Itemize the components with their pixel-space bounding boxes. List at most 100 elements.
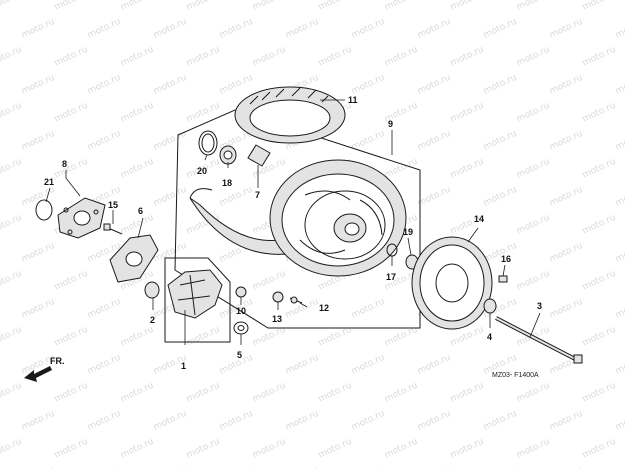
watermark-text: moto.ru	[581, 381, 617, 405]
o-ring-21[interactable]	[35, 199, 53, 221]
watermark-text: moto.ru	[185, 0, 221, 13]
watermark-text: moto.ru	[317, 0, 353, 13]
watermark-text: moto.ru	[119, 437, 155, 461]
front-label: FR.	[50, 356, 65, 366]
watermark-text: moto.ru	[152, 73, 188, 97]
watermark-text: moto.ru	[53, 437, 89, 461]
watermark-text: moto.ru	[53, 45, 89, 69]
watermark-text: moto.ru	[515, 45, 551, 69]
callout-18: 18	[222, 178, 232, 188]
watermark-text: moto.ru	[482, 17, 518, 41]
watermark-text: moto.ru	[284, 17, 320, 41]
watermark-text: moto.ru	[416, 17, 452, 41]
collar-4[interactable]	[483, 298, 497, 314]
watermark-text: moto.ru	[317, 381, 353, 405]
watermark-text: moto.ru	[86, 129, 122, 153]
watermark-text: moto.ru	[119, 325, 155, 349]
watermark-text: moto.ru	[350, 409, 386, 433]
watermark-text: moto.ru	[152, 241, 188, 265]
watermark-text: moto.ru	[20, 73, 56, 97]
watermark-text: moto.ru	[416, 185, 452, 209]
brake-disc[interactable]	[411, 236, 493, 330]
callout-12: 12	[319, 303, 329, 313]
watermark-text: moto.ru	[152, 185, 188, 209]
valve-12[interactable]	[289, 296, 303, 304]
damper-holder-plate[interactable]	[109, 234, 159, 283]
watermark-text: moto.ru	[0, 0, 23, 13]
watermark-text: moto.ru	[86, 297, 122, 321]
watermark-text: moto.ru	[548, 185, 584, 209]
watermark-text: moto.ru	[581, 437, 617, 461]
watermark-text: moto.ru	[548, 409, 584, 433]
watermark-text: moto.ru	[218, 73, 254, 97]
callout-11: 11	[348, 95, 358, 105]
watermark-text: moto.ru	[0, 325, 23, 349]
watermark-text: moto.ru	[185, 381, 221, 405]
bolt-16[interactable]	[498, 275, 508, 283]
watermark-text: moto.ru	[251, 0, 287, 13]
watermark-text: moto.ru	[449, 437, 485, 461]
leader-lines	[45, 99, 541, 345]
valve-nut-13[interactable]	[272, 291, 284, 303]
watermark-text: moto.ru	[53, 101, 89, 125]
watermark-text: moto.ru	[581, 269, 617, 293]
watermark-text: moto.ru	[383, 0, 419, 13]
watermark-text: moto.ru	[20, 17, 56, 41]
watermark-text: moto.ru	[548, 297, 584, 321]
driven-flange[interactable]	[57, 197, 106, 239]
watermark-text: moto.ru	[515, 381, 551, 405]
callout-10: 10	[236, 306, 246, 316]
axle-collar[interactable]	[247, 144, 271, 167]
damper-rubber-set[interactable]	[167, 269, 223, 319]
watermark-text: moto.ru	[614, 17, 625, 41]
watermark-text: moto.ru	[251, 437, 287, 461]
watermark-text: moto.ru	[449, 0, 485, 13]
watermark-text: moto.ru	[218, 409, 254, 433]
washer-5[interactable]	[233, 321, 249, 335]
watermark-text: moto.ru	[152, 409, 188, 433]
watermark-text: moto.ru	[416, 409, 452, 433]
callout-19: 19	[403, 227, 413, 237]
watermark-text: moto.ru	[185, 101, 221, 125]
watermark-text: moto.ru	[416, 73, 452, 97]
watermark-text: moto.ru	[449, 381, 485, 405]
watermark-text: moto.ru	[515, 101, 551, 125]
nut-10[interactable]	[235, 286, 247, 298]
watermark-text: moto.ru	[614, 73, 625, 97]
bolt-15[interactable]	[103, 223, 123, 235]
watermark-text: moto.ru	[449, 157, 485, 181]
callout-17: 17	[386, 272, 396, 282]
callout-20: 20	[197, 166, 207, 176]
watermark-text: moto.ru	[0, 213, 23, 237]
watermark-text: moto.ru	[0, 101, 23, 125]
collar-2[interactable]	[144, 281, 160, 299]
watermark-text: moto.ru	[581, 157, 617, 181]
watermark-text: moto.ru	[284, 409, 320, 433]
watermark-text: moto.ru	[119, 45, 155, 69]
watermark-text: moto.ru	[416, 129, 452, 153]
watermark-text: moto.ru	[185, 45, 221, 69]
rear-axle[interactable]	[495, 316, 583, 364]
tire[interactable]	[234, 86, 346, 144]
callout-7: 7	[255, 190, 260, 200]
o-ring-20[interactable]	[198, 130, 218, 156]
bearing-18[interactable]	[219, 145, 237, 165]
watermark-text: moto.ru	[284, 353, 320, 377]
wheel-rim[interactable]	[269, 159, 407, 277]
callout-16: 16	[501, 254, 511, 264]
watermark-text: moto.ru	[0, 381, 23, 405]
callout-9: 9	[388, 119, 393, 129]
watermark-text: moto.ru	[53, 381, 89, 405]
watermark-text: moto.ru	[350, 353, 386, 377]
watermark-text: moto.ru	[53, 325, 89, 349]
callout-1: 1	[181, 361, 186, 371]
watermark-text: moto.ru	[251, 381, 287, 405]
watermark-text: moto.ru	[581, 0, 617, 13]
watermark-text: moto.ru	[0, 45, 23, 69]
watermark-text: moto.ru	[482, 409, 518, 433]
callout-2: 2	[150, 315, 155, 325]
watermark-text: moto.ru	[383, 381, 419, 405]
watermark-text: moto.ru	[449, 45, 485, 69]
